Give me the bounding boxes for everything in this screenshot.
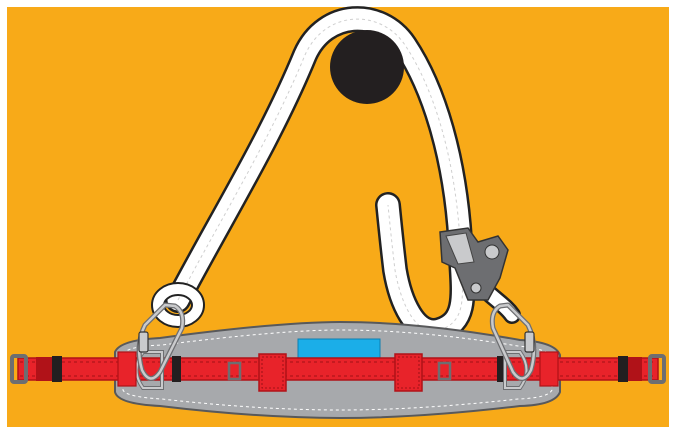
left-carabiner-screwgate: [138, 331, 149, 353]
tool-loop-left: [258, 353, 287, 392]
left-d-ring-tab: [117, 351, 137, 387]
belt-label-patch: [297, 338, 381, 360]
keeper-1: [52, 356, 62, 382]
slide-1: [227, 361, 242, 381]
slide-2: [437, 361, 452, 381]
rope-eye-loop: [153, 284, 203, 326]
left-carabiner: [136, 302, 186, 381]
right-carabiner: [489, 302, 537, 381]
tool-loop-right: [394, 353, 423, 392]
back-pad-stitching: [122, 329, 553, 411]
keeper-3: [497, 356, 506, 382]
right-end-buckle: [648, 354, 666, 384]
keeper-2: [172, 356, 181, 382]
left-end-buckle: [10, 354, 28, 384]
belt-strap: [17, 357, 659, 381]
left-strap-tab: [36, 357, 56, 381]
anchor-point: [330, 30, 404, 104]
right-d-ring-tab: [539, 351, 559, 387]
right-carabiner-screwgate: [524, 331, 535, 353]
keeper-4: [618, 356, 628, 382]
rope-adjuster: [439, 227, 509, 301]
